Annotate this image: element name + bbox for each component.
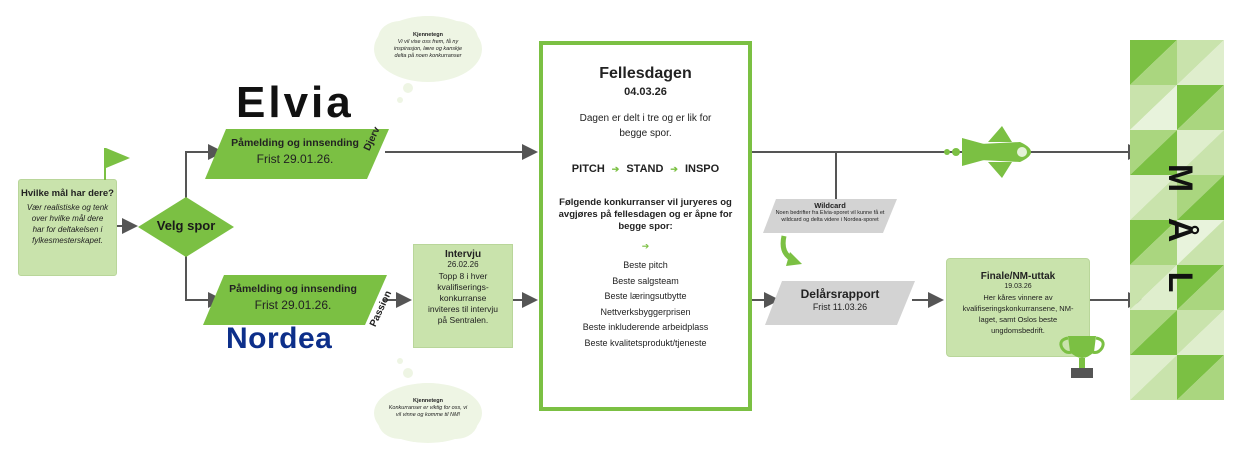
finale-date: 19.03.26: [1004, 283, 1032, 290]
fellesdagen-date: 04.03.26: [624, 86, 667, 98]
intervju-date: 26.02.26: [447, 260, 479, 269]
start-goal-box: Hvilke mål har dere? Vær realistiske og …: [18, 179, 117, 276]
cloud-bottom-text: Konkurranser er viktig for oss, vi vil v…: [388, 405, 468, 418]
top-track-title: Påmelding og innsending: [231, 137, 359, 149]
velg-spor-label: Velg spor: [156, 218, 216, 233]
cloud-top-title: Kjennetegn: [413, 32, 443, 38]
nordea-logo: Nordea: [226, 322, 333, 355]
part-pitch: PITCH: [571, 163, 605, 175]
rocket-icon: [944, 126, 1031, 178]
competitions-list: Beste pitch Beste salgsteam Beste læring…: [543, 258, 748, 351]
triangle-mosaic: [1130, 40, 1224, 400]
arrow-velg-to-bottom: [185, 252, 224, 308]
finale-text: Her kåres vinnere av kvalifiseringskonku…: [962, 293, 1074, 335]
list-item: Beste kvalitetsprodukt/tjeneste: [584, 337, 707, 348]
wildcard-shape: [763, 199, 897, 233]
cloud-bottom-title: Kjennetegn: [413, 398, 443, 404]
arrow-velg-to-top: [185, 144, 224, 200]
list-item: Beste læringsutbytte: [604, 291, 687, 301]
elvia-logo: Elvia: [236, 78, 354, 127]
mal-stack: M Å L: [1150, 152, 1210, 308]
thought-cloud-bottom: [374, 358, 482, 443]
competitions-arrow-icon: ➔: [641, 241, 650, 251]
trophy-icon: [1059, 336, 1105, 378]
start-question: Hvilke mål har dere?: [21, 188, 114, 199]
mal-letter-l: L: [1161, 271, 1199, 293]
delars-content: Delårsrapport Frist 11.03.26: [778, 287, 902, 312]
wildcard-text: Noen bedrifter fra Elvia-sporet vil kunn…: [775, 210, 885, 223]
thought-cloud-top: [374, 16, 482, 103]
delars-deadline: Frist 11.03.26: [812, 302, 868, 312]
cloud-top-text: Vi vil vise oss frem, få ny inspirasjon,…: [393, 39, 463, 59]
cloud-top-content: Kjennetegn Vi vil vise oss frem, få ny i…: [388, 32, 468, 60]
finale-title: Finale/NM-uttak: [980, 271, 1056, 282]
top-track-deadline: Frist 29.01.26.: [256, 152, 334, 166]
intervju-text: Topp 8 i hver kvalifiserings-konkurranse…: [428, 271, 498, 325]
part-inspo: INSPO: [684, 163, 720, 175]
mal-letter-m: M: [1161, 163, 1199, 193]
fellesdagen-intro: Dagen er delt i tre og er lik for begge …: [579, 113, 712, 139]
mal-letter-aa: Å: [1161, 217, 1199, 243]
finale-box: Finale/NM-uttak 19.03.26 Her kåres vinne…: [946, 258, 1090, 357]
part-arrow-icon: ➔: [611, 163, 620, 174]
start-text: Vær realistiske og tenk over hvilke mål …: [26, 203, 109, 245]
curved-arrow-icon: [780, 235, 802, 266]
list-item: Nettverksbyggerprisen: [600, 306, 691, 317]
fellesdagen-box: Fellesdagen 04.03.26 Dagen er delt i tre…: [539, 41, 752, 411]
fellesdagen-parts: PITCH ➔ STAND ➔ INSPO: [543, 163, 748, 175]
part-arrow-icon: ➔: [670, 163, 678, 174]
competitions-heading: Følgende konkurranser vil juryeres og av…: [558, 197, 733, 232]
top-track-text: Påmelding og innsending Frist 29.01.26.: [214, 137, 376, 166]
part-stand: STAND: [626, 163, 664, 175]
bottom-track-deadline: Frist 29.01.26.: [254, 298, 332, 312]
list-item: Beste inkluderende arbeidplass: [582, 322, 709, 332]
list-item: Beste pitch: [623, 260, 668, 270]
top-track-shape: [205, 129, 389, 179]
velg-spor-diamond: [138, 197, 234, 257]
intervju-box: Intervju 26.02.26 Topp 8 i hver kvalifis…: [413, 244, 513, 348]
list-item: Beste salgsteam: [612, 275, 679, 286]
wildcard-title: Wildcard: [814, 201, 846, 210]
flag-icon: [104, 148, 130, 180]
cloud-bottom-content: Kjennetegn Konkurranser er viktig for os…: [388, 398, 468, 419]
delars-shape: [765, 281, 915, 325]
intervju-title: Intervju: [444, 249, 482, 260]
delars-title: Delårsrapport: [800, 287, 880, 301]
wildcard-content: Wildcard Noen bedrifter fra Elvia-sporet…: [774, 201, 886, 223]
fellesdagen-title: Fellesdagen: [599, 65, 692, 82]
bottom-track-text: Påmelding og innsending Frist 29.01.26.: [212, 283, 374, 312]
mal-triangle-pattern: [1130, 40, 1224, 400]
bottom-track-title: Påmelding og innsending: [229, 283, 357, 295]
bottom-track-shape: [203, 275, 387, 325]
